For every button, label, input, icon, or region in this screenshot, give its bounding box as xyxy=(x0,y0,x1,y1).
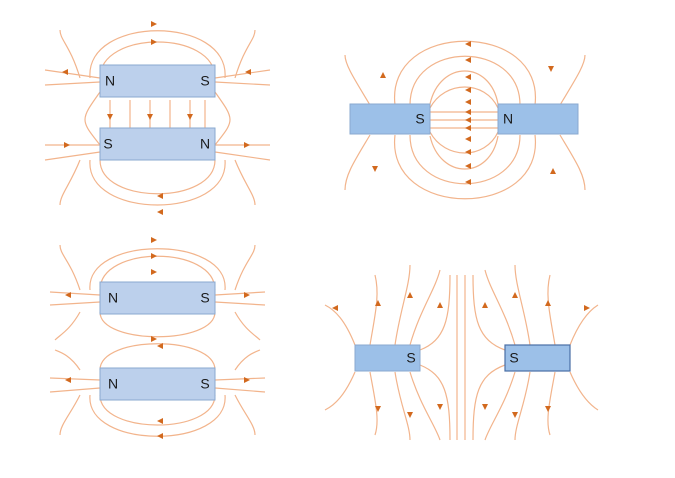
magnet-pole-label: S xyxy=(200,290,209,306)
magnet-bar xyxy=(99,367,216,401)
field-arrow xyxy=(65,292,71,298)
field-arrow xyxy=(151,21,157,27)
field-arrow xyxy=(157,209,163,215)
magnet-bar xyxy=(99,281,216,315)
field-arrow xyxy=(151,237,157,243)
field-arrow xyxy=(465,99,471,105)
field-arrow xyxy=(482,404,488,410)
field-lines xyxy=(49,244,266,437)
field-arrow xyxy=(465,179,471,185)
magnet-left: S xyxy=(349,103,431,135)
field-arrow xyxy=(380,72,386,78)
magnet-top: N S xyxy=(99,64,216,98)
field-arrow xyxy=(545,406,551,412)
field-arrows xyxy=(62,21,251,215)
magnet-left: S xyxy=(354,344,421,372)
field-arrow xyxy=(465,125,471,131)
magnet-bottom: S N xyxy=(99,127,216,161)
field-arrow xyxy=(151,336,157,342)
field-arrow xyxy=(332,305,338,311)
field-arrow xyxy=(157,343,163,349)
magnet-pole-label: N xyxy=(105,73,115,89)
field-arrow xyxy=(151,39,157,45)
field-arrow xyxy=(407,412,413,418)
field-arrow xyxy=(375,300,381,306)
magnet-bar xyxy=(99,64,216,98)
field-arrow xyxy=(244,142,250,148)
field-arrow xyxy=(550,168,556,174)
field-arrow xyxy=(548,66,554,72)
field-arrow xyxy=(62,69,68,75)
field-arrow xyxy=(151,253,157,259)
magnet-bar xyxy=(504,344,571,372)
field-arrow xyxy=(187,114,193,120)
field-arrow xyxy=(245,69,251,75)
field-arrow xyxy=(465,117,471,123)
field-arrow xyxy=(482,302,488,308)
magnet-pole-label: N xyxy=(503,111,513,127)
field-arrow xyxy=(465,41,471,47)
field-arrow xyxy=(465,149,471,155)
field-arrow xyxy=(157,418,163,424)
field-arrow xyxy=(375,406,381,412)
field-lines xyxy=(44,29,271,206)
field-arrow xyxy=(244,292,250,298)
field-arrow xyxy=(372,166,378,172)
field-arrow xyxy=(465,163,471,169)
magnet-pole-label: S xyxy=(406,350,415,366)
panel-repel-stacked: N S N S xyxy=(49,237,266,439)
magnet-bar xyxy=(497,103,579,135)
field-arrow xyxy=(147,114,153,120)
magnet-bar xyxy=(99,127,216,161)
magnet-top: N S xyxy=(99,281,216,315)
field-lines xyxy=(344,40,586,200)
field-lines xyxy=(324,264,599,441)
panel-attract-inline: S N xyxy=(344,40,586,200)
magnet-pole-label: N xyxy=(108,290,118,306)
field-arrow xyxy=(64,142,70,148)
field-arrow xyxy=(107,114,113,120)
field-arrow xyxy=(437,404,443,410)
field-arrows xyxy=(65,237,250,439)
magnet-bar xyxy=(349,103,431,135)
magnet-pole-label: S xyxy=(103,136,112,152)
field-arrow xyxy=(465,136,471,142)
magnet-pole-label: S xyxy=(200,376,209,392)
field-arrow xyxy=(157,433,163,439)
magnet-right: S xyxy=(504,344,571,372)
field-arrow xyxy=(244,377,250,383)
field-arrow xyxy=(512,412,518,418)
panel-repel-inline: S S xyxy=(324,264,599,441)
field-arrows xyxy=(332,292,590,418)
magnet-pole-label: S xyxy=(200,73,209,89)
magnet-pole-label: S xyxy=(509,350,518,366)
magnet-pole-label: S xyxy=(415,111,424,127)
magnet-pole-label: N xyxy=(200,136,210,152)
magnet-pole-label: N xyxy=(108,376,118,392)
field-arrow xyxy=(437,302,443,308)
field-arrow xyxy=(465,74,471,80)
field-arrow xyxy=(512,292,518,298)
field-arrow xyxy=(465,87,471,93)
field-arrow xyxy=(65,377,71,383)
field-arrow xyxy=(545,300,551,306)
field-arrow xyxy=(465,109,471,115)
magnet-right: N xyxy=(497,103,579,135)
field-arrows xyxy=(372,41,556,185)
field-arrow xyxy=(157,193,163,199)
magnet-bottom: N S xyxy=(99,367,216,401)
field-arrow xyxy=(151,269,157,275)
field-arrow xyxy=(584,305,590,311)
field-arrow xyxy=(407,292,413,298)
field-arrow xyxy=(465,57,471,63)
panel-attract-stacked: N S S N xyxy=(44,21,271,215)
magnet-bar xyxy=(354,344,421,372)
